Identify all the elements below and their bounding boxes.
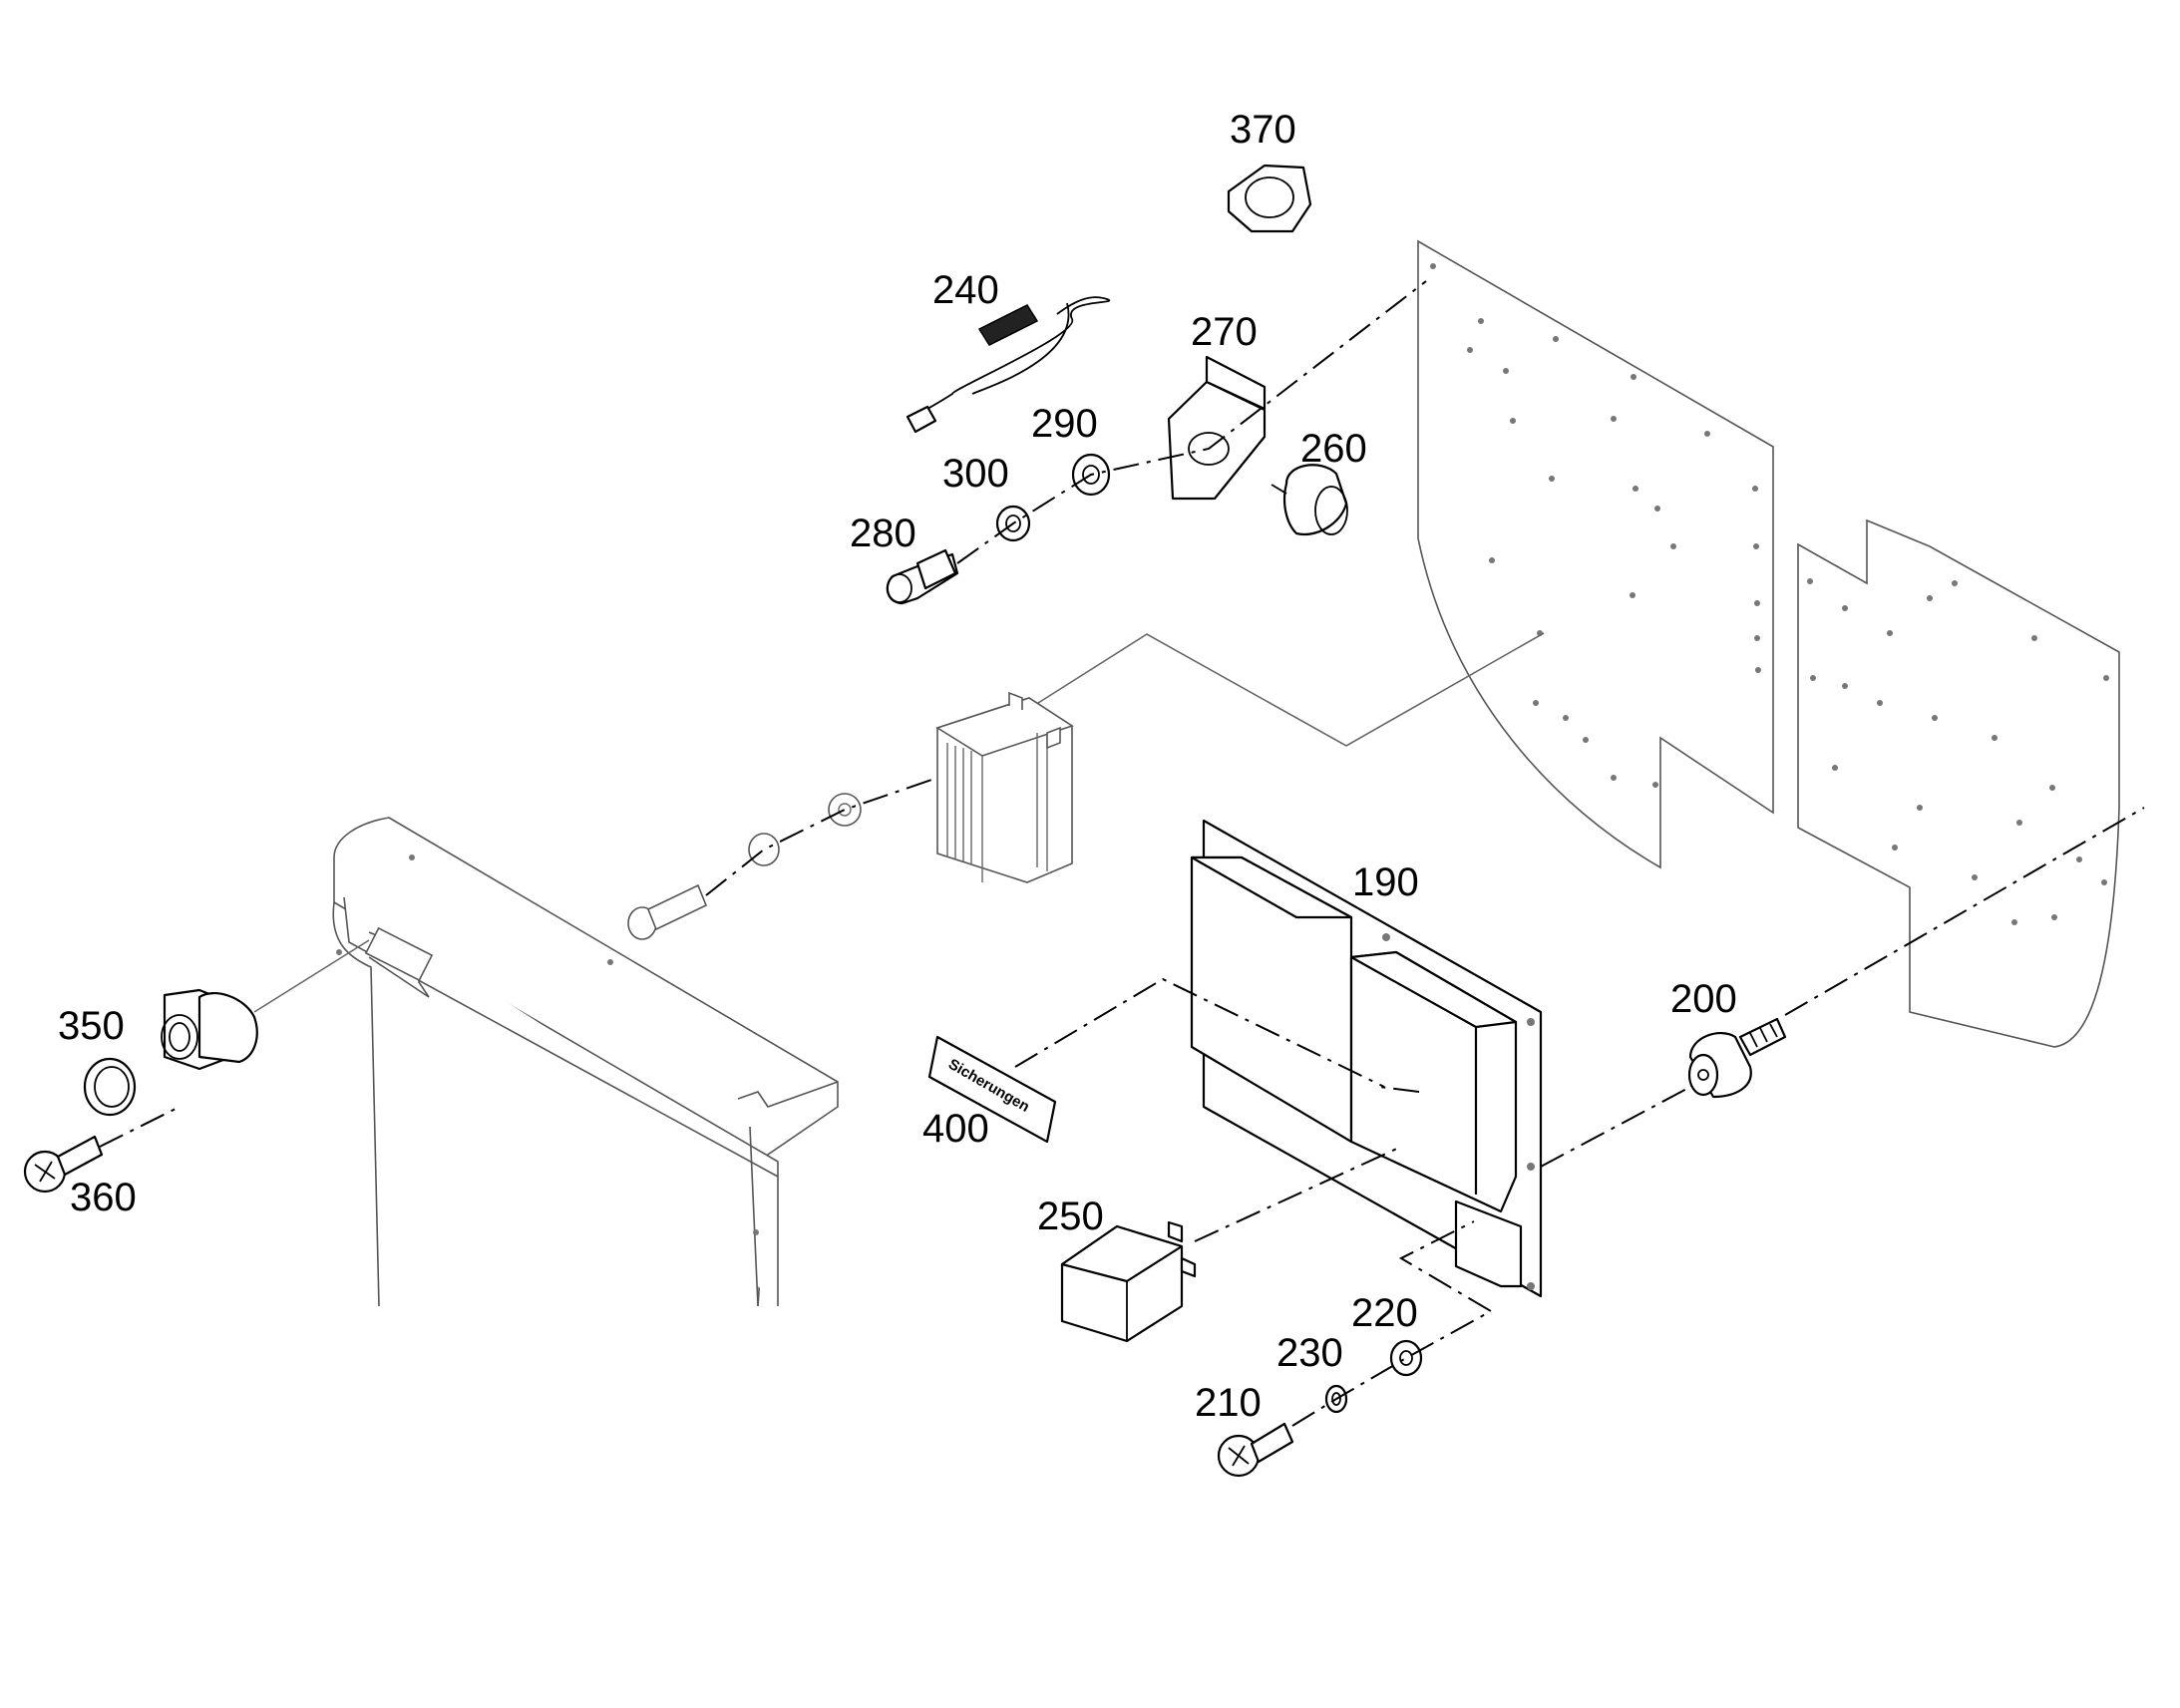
callout-300: 300 [942,452,1009,496]
bracket-270 [1167,355,1267,501]
callout-210: 210 [1195,1381,1262,1425]
cable-240 [906,296,1111,434]
callout-250: 250 [1037,1195,1104,1238]
callout-labels: 370 240 270 290 260 300 280 190 350 360 … [58,108,1737,1425]
relay-250 [1060,1220,1197,1343]
knob-260 [1271,464,1348,536]
control-module [935,691,1074,883]
module-screw [627,793,862,940]
connector-350 [83,988,258,1117]
callout-270: 270 [1191,310,1258,354]
back-panel-lower [1797,518,2120,1048]
callout-350: 350 [58,1004,125,1048]
callout-360: 360 [70,1176,137,1219]
callout-200: 200 [1670,977,1737,1021]
callout-400: 400 [922,1107,989,1151]
screw-360 [23,1135,104,1194]
callout-230: 230 [1276,1331,1343,1375]
callout-240: 240 [932,268,999,312]
callout-290: 290 [1031,402,1098,446]
callout-370: 370 [1230,108,1296,152]
screw-210 [1217,1422,1294,1478]
fuse-board-190 [1190,819,1543,1298]
screw-280 [886,548,959,605]
washer-220 [1389,1339,1423,1377]
callout-220: 220 [1351,1291,1418,1335]
callout-280: 280 [850,512,916,555]
hex-nut-370 [1227,164,1312,233]
damper-200 [1687,1017,1787,1099]
callout-190: 190 [1352,860,1419,904]
back-panel-upper [1417,239,1774,869]
callout-260: 260 [1300,427,1367,471]
housing-cover [332,817,839,1307]
